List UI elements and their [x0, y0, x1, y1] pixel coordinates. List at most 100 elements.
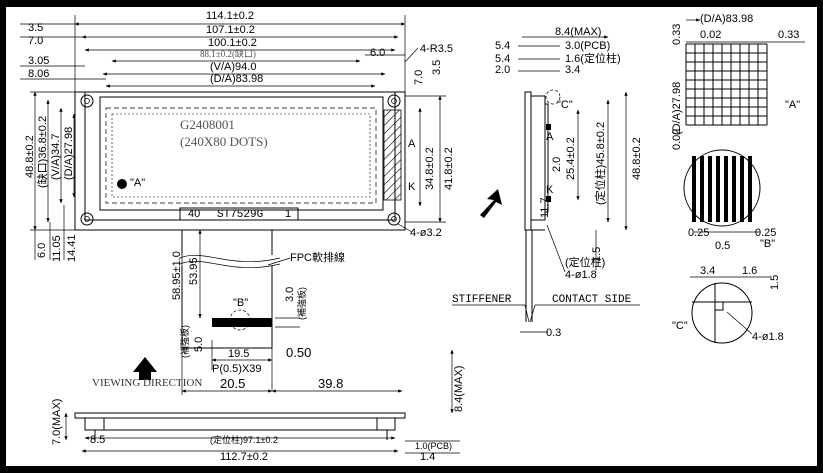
- viewing-direction-arrow-icon: [133, 357, 157, 380]
- mount-hole-bl: [80, 212, 94, 226]
- fpc-contacts: [212, 318, 272, 327]
- detail-b-dim-0-5: 0.5: [715, 240, 730, 252]
- dim-side-3-4: 3.4: [565, 64, 580, 76]
- hole-diameter-note: 4-ø3.2: [410, 227, 442, 239]
- detail-c-magnifier: [691, 282, 753, 344]
- anode-label: A: [408, 138, 416, 150]
- dim-side-5-4a: 5.4: [495, 40, 510, 52]
- dim-right-8-4-max: 8.4(MAX): [453, 366, 465, 412]
- dim-bottom-8-5: 8.5: [90, 434, 105, 446]
- model-number: G2408001: [180, 117, 235, 132]
- dim-bottom-112-7: 112.7±0.2: [220, 451, 268, 463]
- dim-bottom-7-0-max: 7.0(MAX): [51, 399, 63, 445]
- dim-notch-height: (缺口)36.8±0.2: [35, 116, 49, 188]
- side-pin-diameter: 4-ø1.8: [565, 269, 597, 281]
- contact-stripe: [692, 156, 696, 222]
- dim-fpc-5-0: 5.0: [193, 337, 205, 352]
- detail-a-dim-0-02b: 0.02: [671, 129, 683, 150]
- detail-b-contacts: [692, 156, 752, 222]
- contact-stripe: [724, 156, 728, 222]
- dim-left-7-0: 7.0: [28, 35, 43, 47]
- detail-a-top-dim: (D/A)83.98: [700, 13, 753, 25]
- controller-name: ST7529G: [217, 209, 263, 221]
- fpc-cable-label: FPC軟排線: [290, 250, 345, 264]
- dim-side-pcb: 3.0(PCB): [565, 40, 610, 52]
- dim-left-3-05: 3.05: [28, 55, 49, 67]
- drawing-sheet: 114.1±0.2 107.1±0.2 100.1±0.2 88.1±0.2(缺…: [6, 7, 817, 466]
- dim-left-8-06: 8.06: [28, 68, 49, 80]
- dim-side-1-5: 1.5: [591, 247, 603, 262]
- pin-1-label: 1: [285, 208, 291, 220]
- contact-stripe: [748, 156, 752, 222]
- stiffener-note-2: (補強板): [179, 325, 190, 358]
- dim-fpc-pitch: 0.50: [286, 345, 311, 360]
- dot-area-outline: [111, 113, 371, 198]
- detail-c-circle: [545, 89, 561, 105]
- dim-right-41-8: 41.8±0.2: [443, 147, 455, 190]
- corner-radius-note: 4-R3.5: [420, 43, 453, 55]
- dim-fpc-pins: P(0.5)X39: [212, 363, 262, 375]
- front-view: 114.1±0.2 107.1±0.2 100.1±0.2 88.1±0.2(缺…: [20, 10, 455, 262]
- contact-stripe: [716, 156, 720, 222]
- detail-a-label: "A": [785, 99, 800, 111]
- dim-left-3-5: 3.5: [28, 22, 43, 34]
- dim-side-8-4-max: 8.4(MAX): [555, 26, 601, 38]
- detail-a-callout: "A": [130, 177, 145, 189]
- detail-a-dim-0-33b: 0.33: [778, 29, 799, 41]
- detail-c-callout: "C": [557, 99, 573, 111]
- detail-b-label: "B": [760, 238, 775, 250]
- side-cathode: K: [546, 184, 554, 196]
- dim-frame-width: 100.1±0.2: [208, 37, 257, 49]
- dim-side-pin: 1.6(定位柱): [565, 51, 621, 65]
- dim-side-pin-pitch: (定位柱)45.8±0.2: [593, 122, 607, 205]
- mechanical-drawing: 114.1±0.2 107.1±0.2 100.1±0.2 88.1±0.2(缺…: [20, 10, 805, 463]
- detail-a-dim-0-33a: 0.33: [671, 24, 683, 45]
- detail-a-left-dim: (D/A)27.98: [671, 82, 683, 135]
- dim-fpc-58-95: 58.95±1.0: [171, 251, 183, 300]
- dim-notch-width: 88.1±0.2(缺口): [200, 48, 256, 59]
- detail-a-dim-0-02a: 0.02: [700, 29, 721, 41]
- dim-side-25-4: 25.4±0.2: [565, 137, 577, 180]
- detail-c-label: "C": [672, 320, 688, 332]
- dim-fpc-20-5: 20.5: [220, 376, 245, 391]
- connector-strip: [179, 207, 299, 221]
- detail-a-marker: [117, 179, 127, 189]
- side-anode: A: [546, 131, 554, 143]
- dim-fpc-53-95: 53.95: [188, 257, 200, 285]
- dim-fpc-19-5: 19.5: [228, 348, 249, 360]
- detail-c-dim-1-6: 1.6: [742, 265, 757, 277]
- dim-side-2-0: 2.0: [495, 64, 510, 76]
- view-area-outline: [105, 107, 377, 204]
- stiffener-label: STIFFENER: [452, 294, 512, 306]
- cathode-label: K: [408, 181, 416, 193]
- contact-stripe: [700, 156, 704, 222]
- side-pcb: [524, 91, 532, 231]
- viewing-direction-label: VIEWING DIRECTION: [92, 377, 202, 389]
- mount-hole-tl: [80, 94, 94, 108]
- detail-b-callout: "B": [233, 297, 248, 309]
- mount-hole-tr: [387, 94, 401, 108]
- detail-b-circle: [229, 309, 251, 331]
- dim-dot-area: (D/A)83.98: [210, 73, 263, 85]
- dim-side-2-0b: 2.0: [551, 157, 563, 172]
- stiffener-note-1: (補強板): [296, 287, 307, 320]
- contact-side-label: CONTACT SIDE: [552, 294, 632, 306]
- dim-bottom-pcb: 1.0(PCB): [415, 441, 452, 451]
- dim-right-7-0: 7.0: [413, 70, 425, 85]
- dim-module-height: 48.8±0.2: [24, 135, 36, 178]
- detail-c-hole: 4-ø1.8: [752, 331, 784, 343]
- detail-c-dim-3-4: 3.4: [700, 265, 715, 277]
- detail-b-magnifier: [683, 149, 761, 227]
- detail-c-view: 3.4 1.6 1.5 "C" 4-ø1.8: [672, 265, 784, 344]
- dim-fpc-39-8: 39.8: [318, 376, 343, 391]
- dim-view-height: (V/A)34.7: [50, 134, 62, 180]
- dim-pcb-width: 107.1±0.2: [206, 24, 255, 36]
- detail-b-dim-0-25a: 0.25: [688, 227, 709, 239]
- detail-b-dim-0-25b: 0.25: [755, 227, 776, 239]
- left-vertical-dims: [30, 91, 76, 231]
- fpc-view: FPC軟排線 58.95±1.0 53.95 3.0 (補強板) 5.0 (補強…: [92, 229, 403, 395]
- detail-a-view: (D/A)83.98 0.33 0.02 0.33 (D/A)27.98 0.0…: [671, 13, 805, 150]
- detail-a-pixel-grid: [685, 43, 768, 126]
- pin-40-label: 40: [188, 208, 200, 220]
